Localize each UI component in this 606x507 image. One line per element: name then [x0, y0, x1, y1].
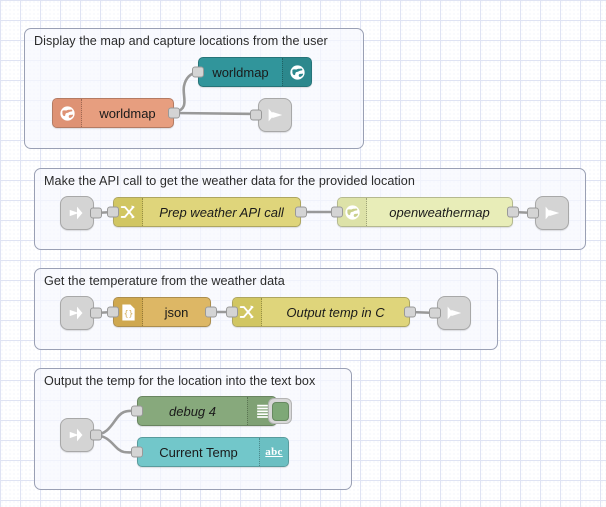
group-label: Get the temperature from the weather dat… — [44, 274, 285, 288]
node-label: json — [164, 304, 189, 320]
node-label: worldmap — [99, 105, 156, 121]
group-display-map[interactable]: Display the map and capture locations fr… — [24, 28, 364, 149]
node-output-port[interactable] — [90, 207, 102, 219]
node-label: Output temp in C — [286, 304, 385, 320]
node-output-port[interactable] — [205, 306, 217, 318]
node-label: worldmap — [212, 64, 269, 80]
node-prep-weather[interactable]: Prep weather API call — [107, 197, 307, 227]
node-output-port[interactable] — [295, 206, 307, 218]
node-input-port[interactable] — [331, 206, 343, 218]
node-link-in-3[interactable] — [60, 296, 102, 330]
node-input-port[interactable] — [131, 405, 143, 417]
node-json[interactable]: {} json — [107, 297, 217, 327]
abc-icon: abc — [259, 438, 288, 466]
node-openweathermap[interactable]: openweathermap — [331, 197, 519, 227]
node-label: Current Temp — [159, 444, 238, 460]
node-link-in-4[interactable] — [60, 418, 102, 452]
node-output-port[interactable] — [507, 206, 519, 218]
node-link-out-2[interactable] — [527, 196, 569, 230]
node-input-port[interactable] — [131, 446, 143, 458]
node-worldmap-in[interactable]: worldmap — [52, 98, 180, 128]
node-link-out-3[interactable] — [429, 296, 471, 330]
group-label: Output the temp for the location into th… — [44, 374, 316, 388]
node-input-port[interactable] — [226, 306, 238, 318]
link-in-icon — [69, 428, 83, 442]
svg-text:{}: {} — [123, 308, 133, 317]
globe-icon — [282, 58, 311, 86]
node-input-port[interactable] — [250, 109, 262, 121]
link-in-icon — [69, 206, 83, 220]
node-output-temp[interactable]: Output temp in C — [226, 297, 416, 327]
node-output-port[interactable] — [90, 429, 102, 441]
link-out-icon — [447, 306, 462, 320]
node-label: openweathermap — [389, 204, 490, 220]
node-input-port[interactable] — [192, 66, 204, 78]
node-link-out-1[interactable] — [250, 98, 292, 132]
link-in-icon — [69, 306, 83, 320]
node-current-temp[interactable]: Current Temp abc — [131, 437, 289, 467]
group-label: Make the API call to get the weather dat… — [44, 174, 415, 188]
node-output-port[interactable] — [404, 306, 416, 318]
debug-toggle-button[interactable] — [268, 398, 292, 424]
link-out-icon — [545, 206, 560, 220]
node-worldmap-out[interactable]: worldmap — [192, 57, 312, 87]
shuffle-icon — [114, 198, 143, 226]
node-link-in-2[interactable] — [60, 196, 102, 230]
node-input-port[interactable] — [527, 207, 539, 219]
node-output-port[interactable] — [168, 107, 180, 119]
node-output-port[interactable] — [90, 307, 102, 319]
link-out-icon — [268, 108, 283, 122]
node-input-port[interactable] — [107, 306, 119, 318]
node-input-port[interactable] — [107, 206, 119, 218]
node-label: debug 4 — [169, 403, 216, 419]
node-input-port[interactable] — [429, 307, 441, 319]
group-label: Display the map and capture locations fr… — [34, 34, 328, 48]
globe-icon — [53, 99, 82, 127]
node-debug-4[interactable]: debug 4 — [131, 396, 292, 426]
node-label: Prep weather API call — [159, 204, 284, 220]
debug-toggle-indicator — [271, 401, 289, 421]
